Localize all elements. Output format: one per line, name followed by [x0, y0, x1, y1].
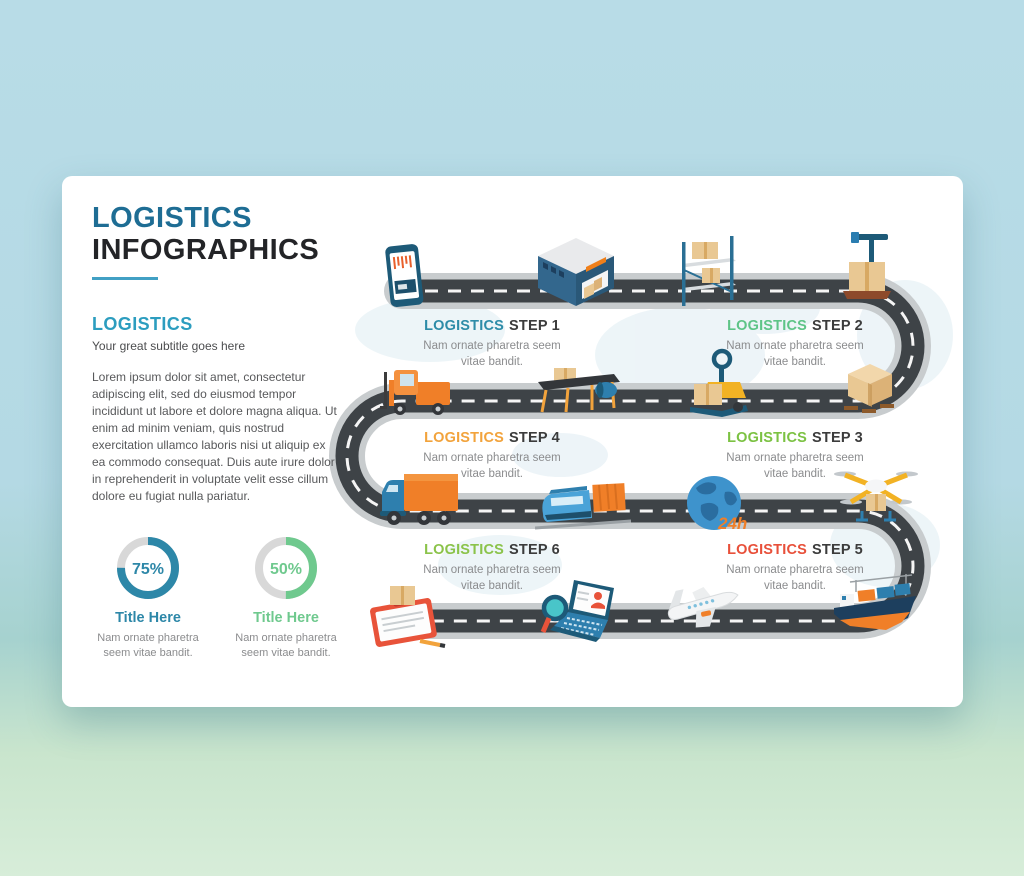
page-title-line1: LOGISTICS [92, 202, 252, 234]
donut-percent-value: 75% [132, 561, 164, 578]
step-brand: LOGISTICS [424, 430, 505, 446]
donut-description: Nam ornate pharetra seem vitae bandit. [97, 632, 199, 659]
donut-title: Title Here [115, 610, 181, 627]
step-description: Nam ornate pharetra seem vitae bandit. [726, 340, 864, 368]
step-description: Nam ornate pharetra seem vitae bandit. [423, 452, 561, 480]
page-title: LOGISTICS INFOGRAPHICS [92, 202, 342, 267]
donut-title: Title Here [253, 610, 319, 627]
page-title-line2: INFOGRAPHICS [92, 234, 320, 267]
step-description: Nam ornate pharetra seem vitae bandit. [423, 564, 561, 592]
step-number: STEP 1 [509, 318, 560, 334]
step-brand: LOGISTICS [727, 542, 808, 558]
donut-charts-row: 75% Title Here Nam ornate pharetra seem … [92, 529, 342, 660]
section-heading: LOGISTICS [92, 313, 193, 334]
section-body-text: Lorem ipsum dolor sit amet, consectetur … [92, 369, 337, 504]
donut-percent-value: 50% [270, 561, 302, 578]
step-brand: LOGISTICS [727, 318, 808, 334]
step-brand: LOGISTICS [424, 318, 505, 334]
donut-chart-50-icon: 50% [255, 537, 317, 600]
step-number: STEP 3 [812, 430, 863, 446]
step-description: Nam ornate pharetra seem vitae bandit. [726, 564, 864, 592]
step-number: STEP 2 [812, 318, 863, 334]
donut-chart-card-1: 75% Title Here Nam ornate pharetra seem … [92, 529, 204, 660]
step-brand: LOGISTICS [727, 430, 808, 446]
step-description: Nam ornate pharetra seem vitae bandit. [423, 340, 561, 368]
step-number: STEP 5 [812, 542, 863, 558]
left-column: LOGISTICS INFOGRAPHICS LOGISTICS Your gr… [92, 202, 342, 660]
step-brand: LOGISTICS [424, 542, 505, 558]
step-description: Nam ornate pharetra seem vitae bandit. [726, 452, 864, 480]
donut-description: Nam ornate pharetra seem vitae bandit. [235, 632, 337, 659]
donut-chart-75-icon: 75% [117, 537, 179, 600]
section-subtitle: Your great subtitle goes here [92, 338, 245, 353]
title-underline [92, 276, 158, 280]
step-number: STEP 4 [509, 430, 560, 446]
donut-chart-card-2: 50% Title Here Nam ornate pharetra seem … [230, 529, 342, 660]
step-number: STEP 6 [509, 542, 560, 558]
